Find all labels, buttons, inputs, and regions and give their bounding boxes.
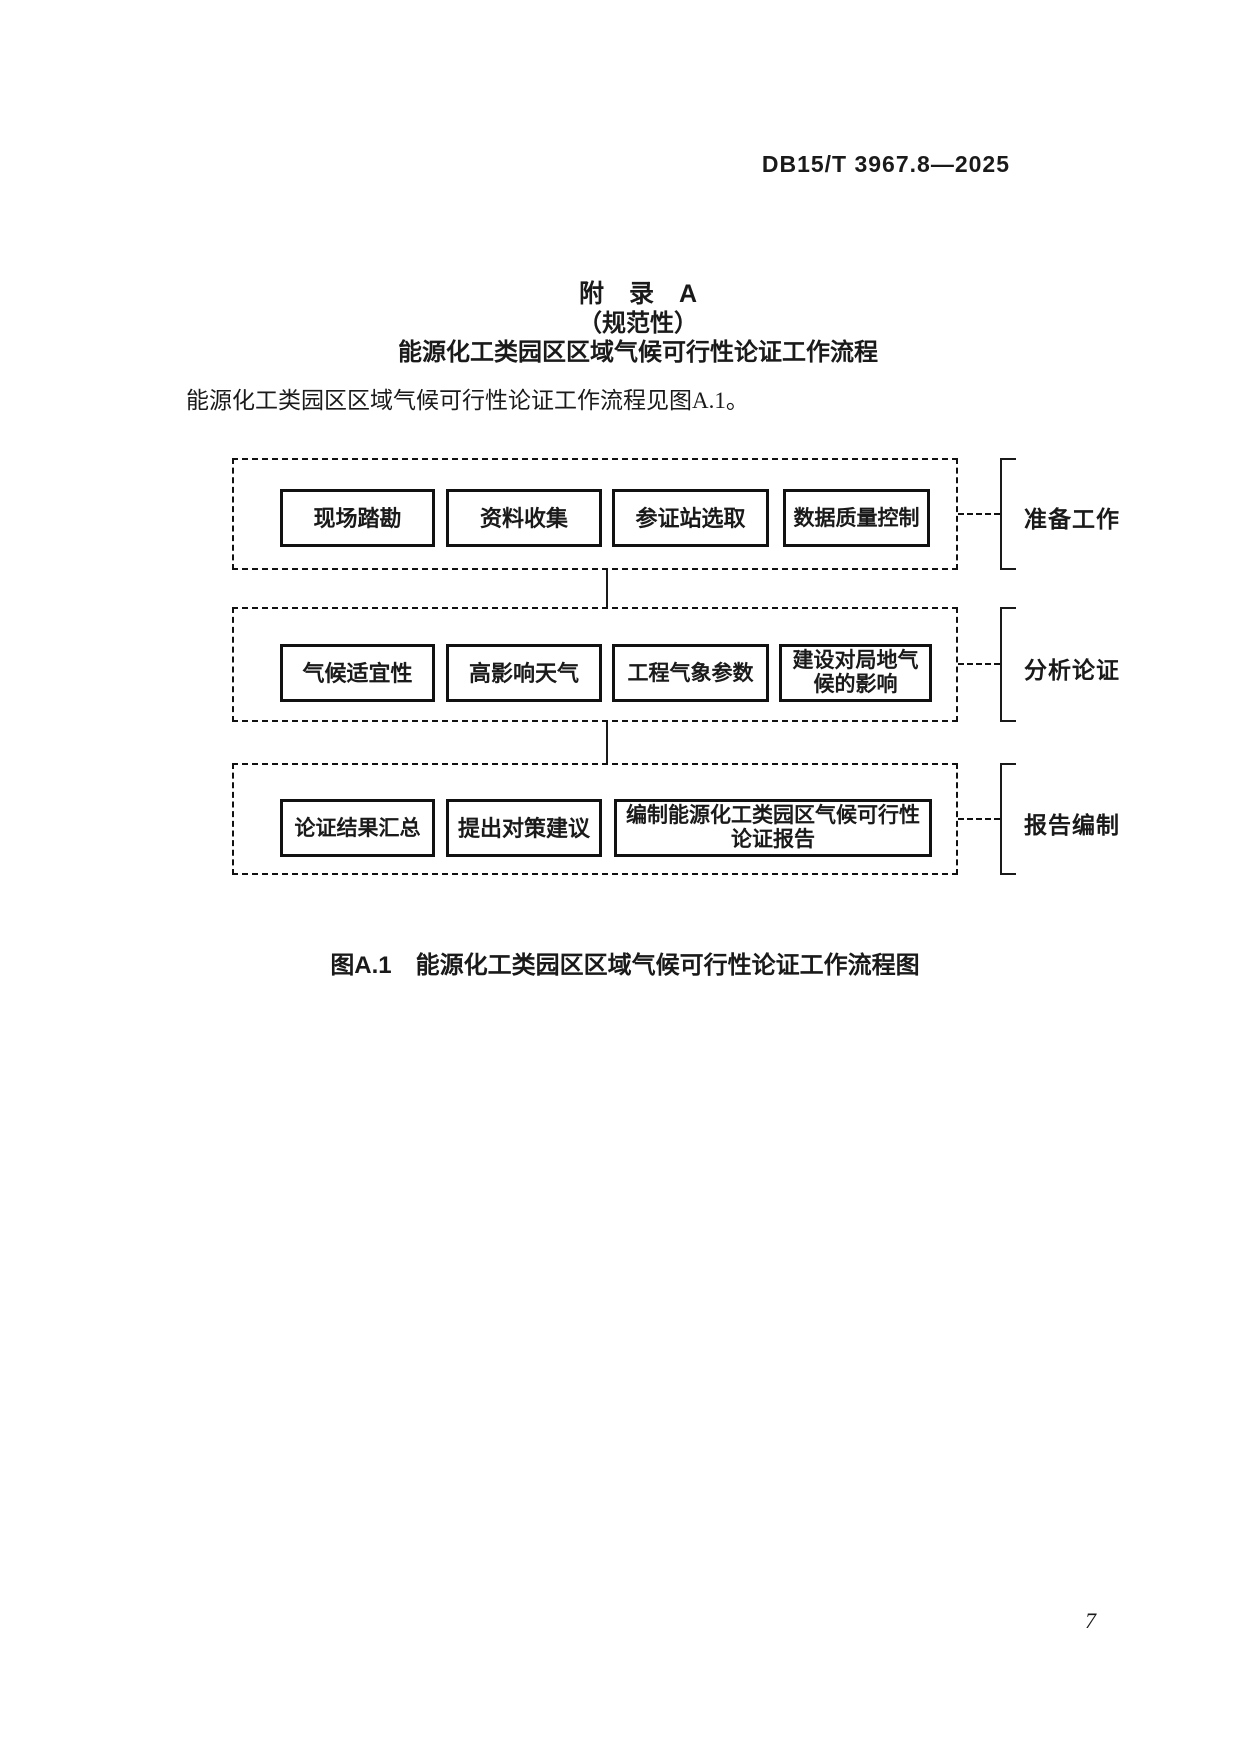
stage-group-report xyxy=(232,763,958,875)
appendix-title: 附 录 A xyxy=(578,280,698,308)
stage-connector-dashed xyxy=(958,663,1000,665)
figure-caption: 图A.1 能源化工类园区区域气候可行性论证工作流程图 xyxy=(330,952,920,979)
stage-label-report: 报告编制 xyxy=(1024,812,1120,838)
flow-box-countermeasures: 提出对策建议 xyxy=(446,799,602,857)
stage-connector-dashed xyxy=(958,818,1000,820)
stage-group-preparation xyxy=(232,458,958,570)
intro-paragraph: 能源化工类园区区域气候可行性论证工作流程见图A.1。 xyxy=(186,388,749,413)
flow-connector-vertical xyxy=(606,722,608,763)
flow-box-data-collection: 资料收集 xyxy=(446,489,602,547)
flow-connector-vertical xyxy=(606,570,608,607)
flow-box-high-impact-weather: 高影响天气 xyxy=(446,644,602,702)
stage-group-analysis xyxy=(232,607,958,722)
flow-box-data-quality: 数据质量控制 xyxy=(783,489,930,547)
flow-box-climate-suitability: 气候适宜性 xyxy=(280,644,435,702)
standard-code-header: DB15/T 3967.8—2025 xyxy=(761,151,1010,177)
stage-bracket xyxy=(1000,763,1016,875)
flow-box-engineering-parameters: 工程气象参数 xyxy=(612,644,769,702)
flow-box-reference-station: 参证站选取 xyxy=(612,489,769,547)
stage-label-analysis: 分析论证 xyxy=(1024,657,1120,683)
stage-bracket xyxy=(1000,607,1016,722)
flow-box-result-summary: 论证结果汇总 xyxy=(280,799,435,857)
stage-bracket xyxy=(1000,458,1016,570)
appendix-normative-label: （规范性） xyxy=(578,310,698,337)
appendix-subject-title: 能源化工类园区区域气候可行性论证工作流程 xyxy=(398,339,878,366)
stage-connector-dashed xyxy=(958,513,1000,515)
flow-box-local-climate-impact: 建设对局地气候的影响 xyxy=(779,644,932,702)
flow-box-site-survey: 现场踏勘 xyxy=(280,489,435,547)
stage-label-preparation: 准备工作 xyxy=(1024,506,1120,532)
page-number: 7 xyxy=(1085,1608,1096,1633)
flow-box-compile-report: 编制能源化工类园区气候可行性论证报告 xyxy=(614,799,932,857)
